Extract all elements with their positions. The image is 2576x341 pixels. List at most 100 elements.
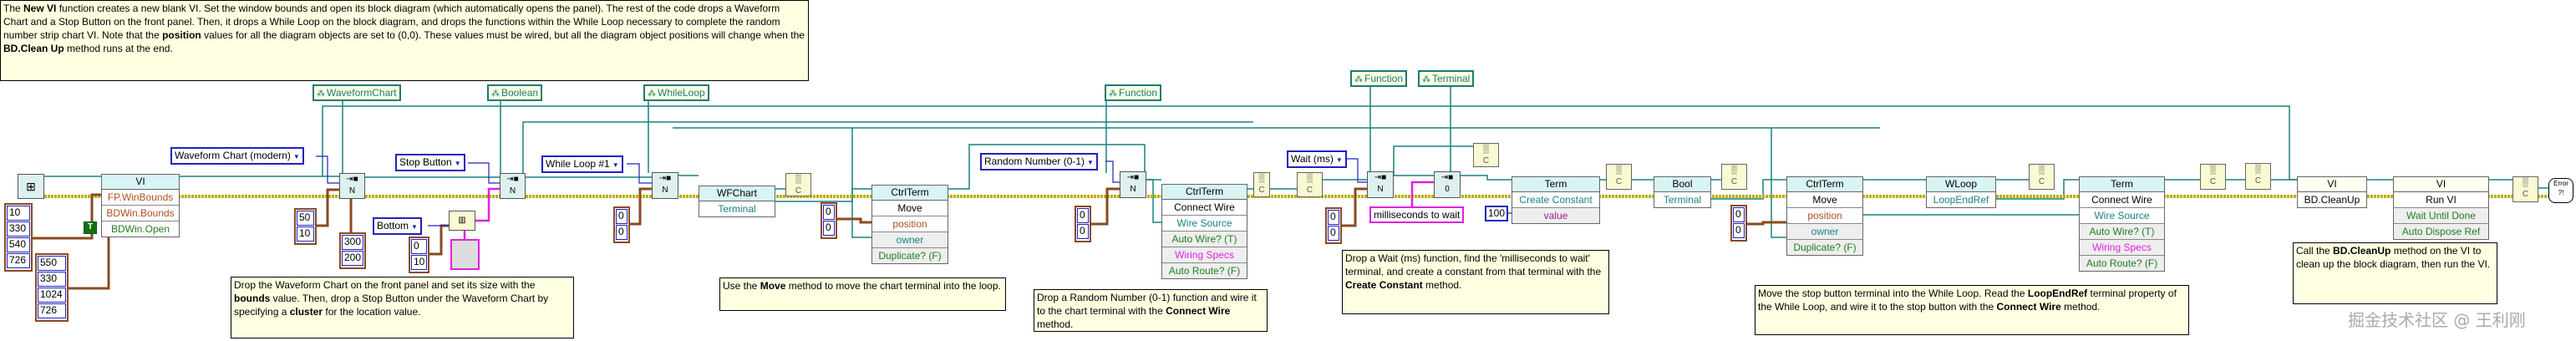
to-more-specific-class-icon[interactable]: ▒C bbox=[785, 173, 811, 196]
label: Waveform Chart (modern) bbox=[175, 150, 291, 161]
enum-wait-ms[interactable]: Wait (ms)▼ bbox=[1287, 150, 1347, 168]
to-more-specific-class-icon[interactable]: ▒C bbox=[2029, 164, 2055, 190]
ctrlterm-connect-wire-invoke-node[interactable]: CtrlTerm Connect Wire Wire Source Auto W… bbox=[1161, 184, 1247, 279]
cluster-constant-icon[interactable] bbox=[450, 239, 480, 270]
method-connect-wire[interactable]: Connect Wire bbox=[2080, 192, 2164, 208]
method-move[interactable]: Move bbox=[1787, 192, 1862, 208]
enum-waveform-chart[interactable]: Waveform Chart (modern)▼ bbox=[170, 147, 304, 165]
label: C bbox=[1482, 156, 1490, 165]
find-terminal-icon[interactable]: ⇥■0 bbox=[1434, 171, 1461, 198]
to-more-specific-class-icon[interactable]: ▒C bbox=[1297, 172, 1323, 197]
text: method to move the chart terminal into t… bbox=[785, 280, 1001, 292]
place-object-icon[interactable]: ⇥■N bbox=[339, 173, 365, 199]
param-wait-until-done[interactable]: Wait Until Done bbox=[2394, 208, 2488, 224]
param-wiring-specs[interactable]: Wiring Specs bbox=[2080, 240, 2164, 256]
vi-property-node[interactable]: VI FP.WinBounds BDWin.Bounds BDWin.Open bbox=[101, 174, 180, 237]
param-auto-dispose-ref[interactable]: Auto Dispose Ref bbox=[2394, 224, 2488, 239]
property-terminal[interactable]: Terminal bbox=[1663, 194, 1702, 206]
dropdown-arrow-icon: ▼ bbox=[612, 161, 619, 169]
param-position[interactable]: position bbox=[1787, 208, 1862, 224]
comment-cleanup: Call the BD.CleanUp method on the VI to … bbox=[2293, 242, 2497, 304]
class-constant-boolean[interactable]: ⁂Boolean bbox=[487, 84, 543, 101]
method-run-vi[interactable]: Run VI bbox=[2394, 192, 2488, 208]
true-constant[interactable]: T bbox=[84, 221, 97, 234]
param-wire-source[interactable]: Wire Source bbox=[2080, 208, 2164, 224]
method-move[interactable]: Move bbox=[872, 201, 948, 216]
property-terminal[interactable]: Terminal bbox=[718, 203, 756, 215]
numeric-constant-100[interactable]: 100 bbox=[1485, 206, 1509, 221]
param-owner[interactable]: owner bbox=[1787, 224, 1862, 240]
to-more-specific-class-icon[interactable]: ▒C bbox=[1253, 172, 1270, 197]
enum-random-number[interactable]: Random Number (0-1)▼ bbox=[980, 153, 1098, 170]
to-more-specific-class-icon[interactable]: ▒C bbox=[1721, 164, 1747, 190]
param-auto-wire[interactable]: Auto Wire? (T) bbox=[2080, 224, 2164, 240]
node-header: CtrlTerm bbox=[872, 186, 948, 201]
text-bold: BD.CleanUp bbox=[2333, 245, 2391, 257]
place-object-icon[interactable]: ⇥■N bbox=[500, 173, 526, 199]
vi-bd-cleanup-invoke-node[interactable]: VI BD.CleanUp bbox=[2297, 176, 2367, 208]
ctrlterm-move-invoke-node[interactable]: CtrlTerm Move position owner Duplicate? … bbox=[871, 185, 948, 264]
place-object-icon[interactable]: ⇥■N bbox=[652, 172, 678, 199]
property-fp-winbounds[interactable]: FP.WinBounds bbox=[102, 190, 179, 206]
class-constant-whileloop[interactable]: ⁂WhileLoop bbox=[643, 84, 709, 101]
value: 330 bbox=[38, 272, 66, 287]
method-connect-wire[interactable]: Connect Wire bbox=[1162, 200, 1247, 216]
place-object-icon[interactable]: ⇥■N bbox=[1367, 171, 1394, 198]
param-wiring-specs[interactable]: Wiring Specs bbox=[1162, 247, 1247, 263]
new-vi-icon[interactable]: ⊞ bbox=[18, 174, 44, 199]
to-more-specific-class-icon[interactable]: ▒C bbox=[1473, 143, 1499, 167]
simple-error-handler-icon[interactable]: Error?! bbox=[2548, 178, 2573, 203]
place-object-icon[interactable]: ⇥■N bbox=[1120, 171, 1146, 198]
bool-property-node[interactable]: Bool Terminal bbox=[1654, 176, 1711, 208]
enum-stop-button[interactable]: Stop Button▼ bbox=[395, 154, 465, 171]
property-bdwin-bounds[interactable]: BDWin.Bounds bbox=[102, 206, 179, 221]
vi-run-invoke-node[interactable]: VI Run VI Wait Until Done Auto Dispose R… bbox=[2393, 176, 2489, 240]
comment-stop: Move the stop button terminal into the W… bbox=[1755, 285, 2189, 335]
method-bd-cleanup[interactable]: BD.CleanUp bbox=[2304, 194, 2360, 206]
term-create-constant-invoke-node[interactable]: Term Create Constant value bbox=[1512, 176, 1600, 224]
class-hierarchy-icon: ⁂ bbox=[648, 89, 656, 99]
param-auto-route[interactable]: Auto Route? (F) bbox=[1162, 263, 1247, 278]
comment-move: Use the Move method to move the chart te… bbox=[719, 277, 1006, 311]
param-position[interactable]: position bbox=[872, 216, 948, 232]
to-more-specific-class-icon[interactable]: ▒C bbox=[2200, 164, 2226, 190]
param-owner[interactable]: owner bbox=[872, 232, 948, 248]
to-more-specific-class-icon[interactable]: ▒C bbox=[1606, 164, 1632, 190]
to-more-specific-class-icon[interactable]: ▒C bbox=[2512, 176, 2538, 202]
param-auto-route[interactable]: Auto Route? (F) bbox=[2080, 256, 2164, 271]
method-create-constant[interactable]: Create Constant bbox=[1512, 192, 1599, 208]
wloop-property-node[interactable]: WLoop LoopEndRef bbox=[1926, 176, 1996, 208]
wfchart-property-node[interactable]: WFChart Terminal bbox=[699, 186, 775, 217]
enum-wires bbox=[316, 155, 1512, 226]
param-auto-wire[interactable]: Auto Wire? (T) bbox=[1162, 232, 1247, 247]
to-more-specific-class-icon[interactable]: ▒C bbox=[2245, 163, 2271, 190]
string-constant-milliseconds-to-wait[interactable]: milliseconds to wait bbox=[1369, 206, 1465, 223]
param-duplicate[interactable]: Duplicate? (F) bbox=[1787, 240, 1862, 255]
label: N bbox=[509, 186, 516, 196]
class-hierarchy-icon: ⁂ bbox=[491, 89, 500, 99]
class-constant-function[interactable]: ⁂Function bbox=[1105, 84, 1162, 101]
param-value[interactable]: value bbox=[1512, 208, 1599, 223]
property-bdwin-open[interactable]: BDWin.Open bbox=[110, 223, 170, 235]
param-wire-source[interactable]: Wire Source bbox=[1162, 216, 1247, 232]
class-constant-waveformchart[interactable]: ⁂WaveformChart bbox=[312, 84, 401, 101]
bundle-by-name-icon[interactable]: ▥ bbox=[449, 211, 475, 231]
class-constant-terminal[interactable]: ⁂Terminal bbox=[1418, 70, 1475, 87]
enum-bottom[interactable]: Bottom▼ bbox=[373, 217, 422, 235]
class-constant-function-2[interactable]: ⁂Function bbox=[1350, 70, 1408, 87]
enum-while-loop[interactable]: While Loop #1▼ bbox=[541, 155, 623, 173]
term-connect-wire-invoke-node[interactable]: Term Connect Wire Wire Source Auto Wire?… bbox=[2079, 176, 2165, 272]
param-duplicate[interactable]: Duplicate? (F) bbox=[872, 248, 948, 263]
ctrlterm-move-invoke-node-2[interactable]: CtrlTerm Move position owner Duplicate? … bbox=[1786, 176, 1863, 256]
property-loopendref[interactable]: LoopEndRef bbox=[1933, 194, 1989, 206]
